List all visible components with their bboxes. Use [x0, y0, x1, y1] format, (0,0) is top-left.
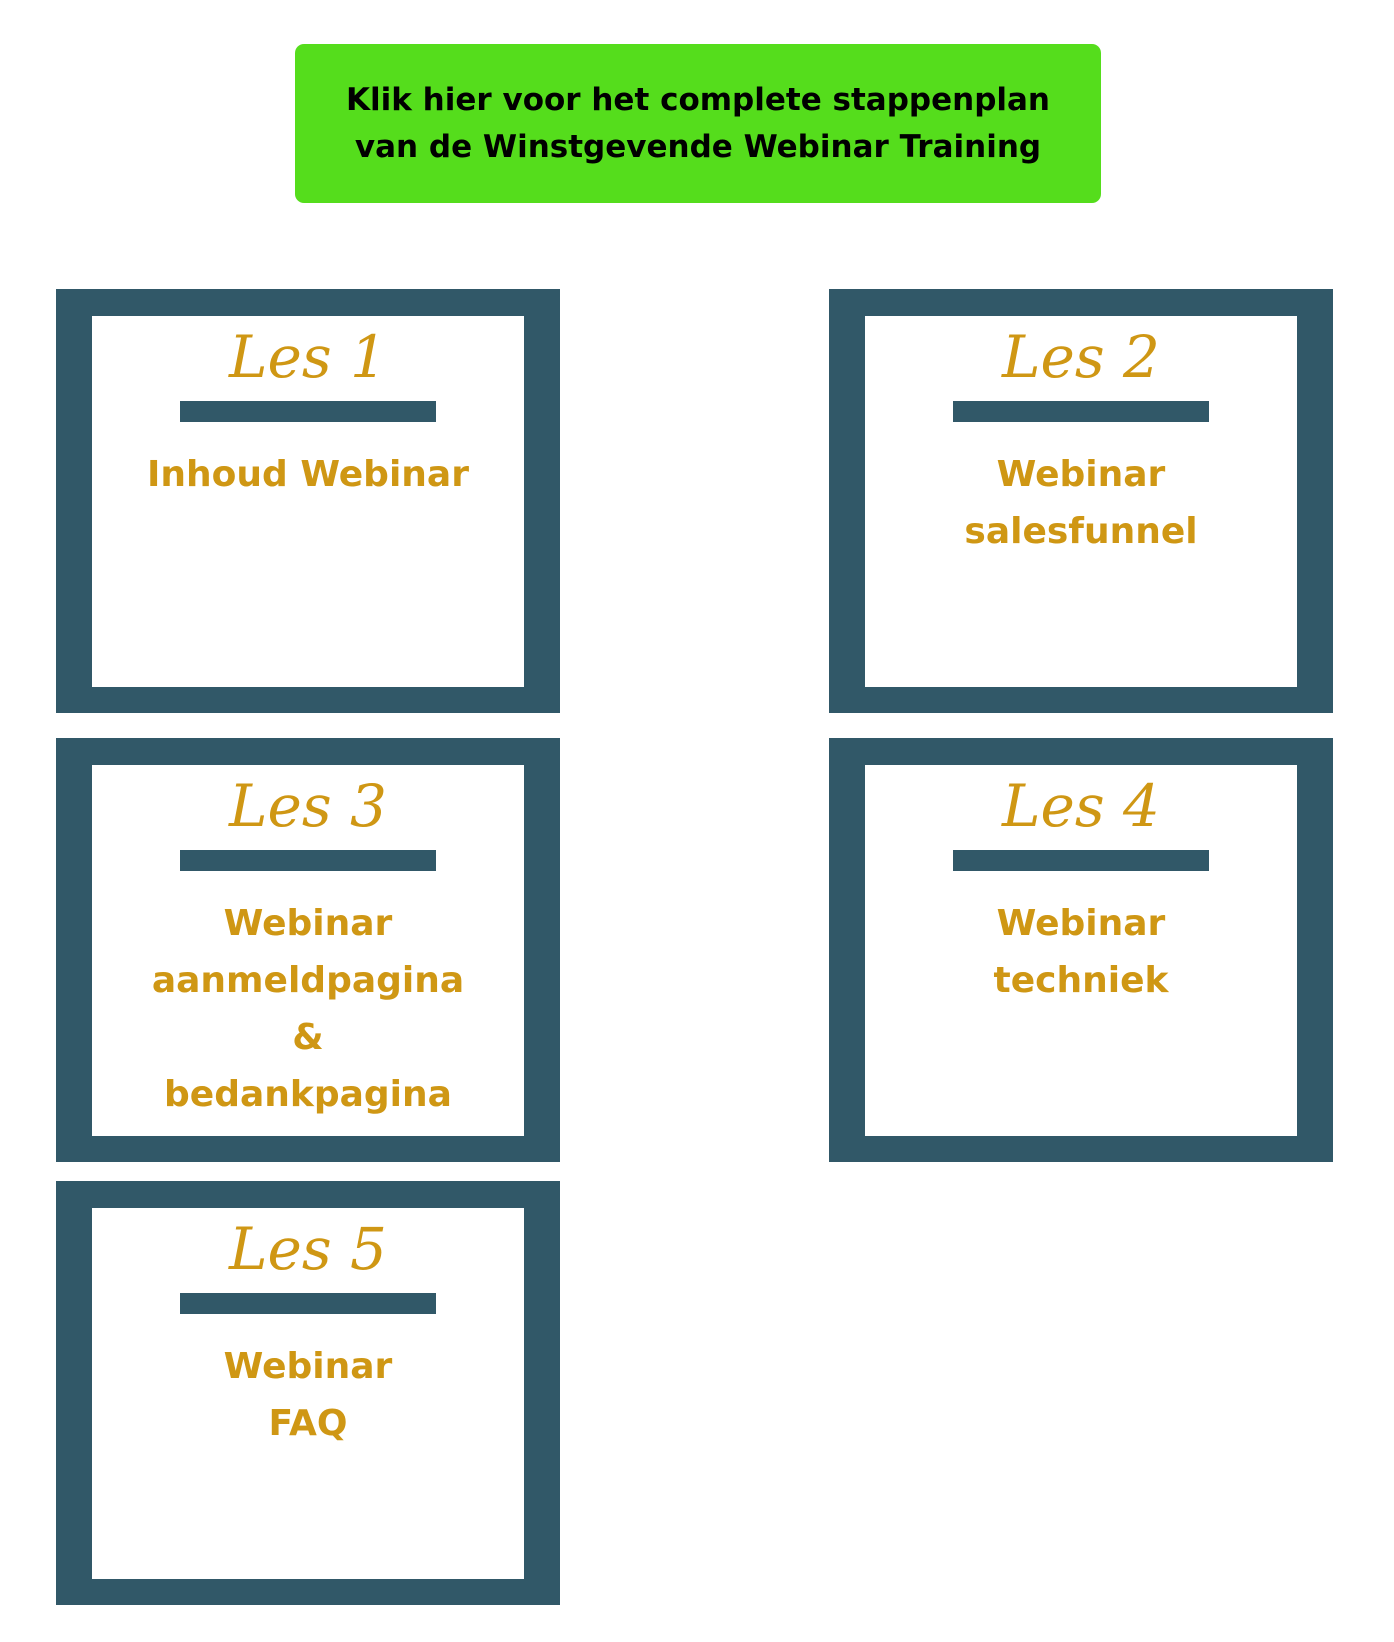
lesson-divider [953, 401, 1209, 422]
lesson-title: Webinar salesfunnel [875, 446, 1287, 560]
lesson-number: Les 2 [1002, 323, 1160, 391]
stappenplan-line-1: Klik hier voor het complete stappenplan [346, 81, 1050, 118]
lesson-card-panel: Les 4 Webinar techniek [865, 765, 1297, 1136]
lesson-card-panel: Les 2 Webinar salesfunnel [865, 316, 1297, 687]
lesson-card-panel: Les 5 Webinar FAQ [92, 1208, 524, 1579]
lesson-card-2[interactable]: Les 2 Webinar salesfunnel [829, 289, 1333, 713]
lesson-divider [180, 850, 436, 871]
lesson-title-line: Inhoud Webinar [147, 454, 469, 495]
lesson-number: Les 1 [229, 323, 387, 391]
lesson-card-5[interactable]: Les 5 Webinar FAQ [56, 1181, 560, 1605]
lesson-title-line: aanmeldpagina [151, 960, 465, 1001]
stappenplan-line-2: van de Winstgevende Webinar Training [354, 128, 1042, 165]
lesson-number: Les 5 [229, 1215, 387, 1283]
lesson-title-line: techniek [993, 960, 1169, 1001]
lesson-divider [180, 401, 436, 422]
lesson-title-line: Webinar [996, 903, 1166, 944]
lesson-card-3[interactable]: Les 3 Webinar aanmeldpagina & bedankpagi… [56, 738, 560, 1162]
lesson-title-line: & [292, 1017, 324, 1058]
lesson-title: Inhoud Webinar [102, 446, 514, 503]
lesson-divider [953, 850, 1209, 871]
stappenplan-button-label: Klik hier voor het complete stappenplan … [346, 77, 1050, 171]
lesson-title: Webinar aanmeldpagina & bedankpagina [102, 895, 514, 1123]
lesson-divider [180, 1293, 436, 1314]
lesson-card-4[interactable]: Les 4 Webinar techniek [829, 738, 1333, 1162]
lesson-card-panel: Les 1 Inhoud Webinar [92, 316, 524, 687]
lesson-title-line: salesfunnel [964, 511, 1198, 552]
stappenplan-button[interactable]: Klik hier voor het complete stappenplan … [295, 44, 1101, 203]
lesson-title-line: Webinar [996, 454, 1166, 495]
lesson-card-panel: Les 3 Webinar aanmeldpagina & bedankpagi… [92, 765, 524, 1136]
lesson-title: Webinar FAQ [102, 1338, 514, 1452]
lesson-title: Webinar techniek [875, 895, 1287, 1009]
lesson-title-line: bedankpagina [164, 1074, 452, 1115]
lesson-card-1[interactable]: Les 1 Inhoud Webinar [56, 289, 560, 713]
lesson-title-line: FAQ [268, 1403, 348, 1444]
lesson-title-line: Webinar [223, 1346, 393, 1387]
lesson-title-line: Webinar [223, 903, 393, 944]
lesson-number: Les 4 [1002, 772, 1160, 840]
lesson-number: Les 3 [229, 772, 387, 840]
